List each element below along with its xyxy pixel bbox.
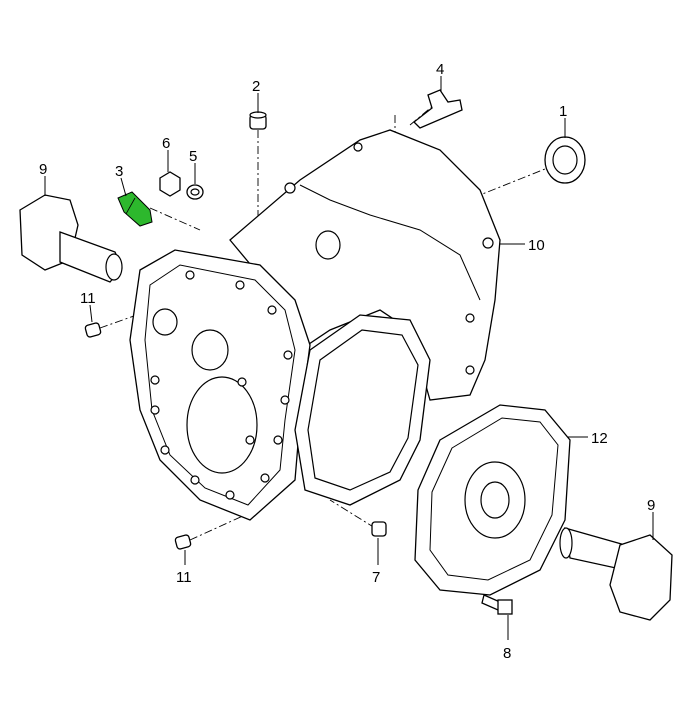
callout-9-right[interactable]: 9 [647, 497, 655, 514]
bracket-part-4[interactable] [413, 89, 463, 129]
seal-part-1[interactable] [544, 136, 586, 184]
sleeve-part-2[interactable] [249, 111, 267, 130]
callout-2[interactable]: 2 [252, 78, 260, 95]
pin-part-11-lower[interactable] [174, 534, 192, 550]
callout-8[interactable]: 8 [503, 645, 511, 662]
callout-4[interactable]: 4 [436, 61, 444, 78]
callout-7[interactable]: 7 [372, 569, 380, 586]
callouts: 1 2 3 4 5 6 7 8 9 9 10 11 11 12 [39, 61, 655, 662]
leader-lines [44, 76, 654, 640]
pin-part-7[interactable] [371, 521, 387, 537]
housing-rear-ring [294, 314, 431, 506]
sensor-part-3-highlighted[interactable] [117, 191, 153, 227]
callout-11-upper[interactable]: 11 [80, 290, 96, 307]
callout-11-lower[interactable]: 11 [176, 569, 192, 586]
cover-part-12[interactable] [414, 404, 571, 596]
flange-part-9-left[interactable] [19, 194, 123, 283]
housing-front-flange [129, 249, 311, 521]
bolt-holes [150, 270, 293, 500]
plug-part-6[interactable] [159, 171, 181, 197]
callout-10[interactable]: 10 [528, 237, 545, 254]
callout-9-left[interactable]: 9 [39, 161, 47, 178]
flange-part-9-right[interactable] [559, 527, 673, 621]
callout-1[interactable]: 1 [559, 103, 567, 120]
pin-part-11-upper[interactable] [84, 322, 102, 338]
bolt-part-8[interactable] [481, 594, 513, 615]
callout-3[interactable]: 3 [115, 163, 123, 180]
callout-5[interactable]: 5 [189, 148, 197, 165]
callout-6[interactable]: 6 [162, 135, 170, 152]
washer-part-5[interactable] [186, 184, 204, 200]
callout-12[interactable]: 12 [591, 430, 608, 447]
